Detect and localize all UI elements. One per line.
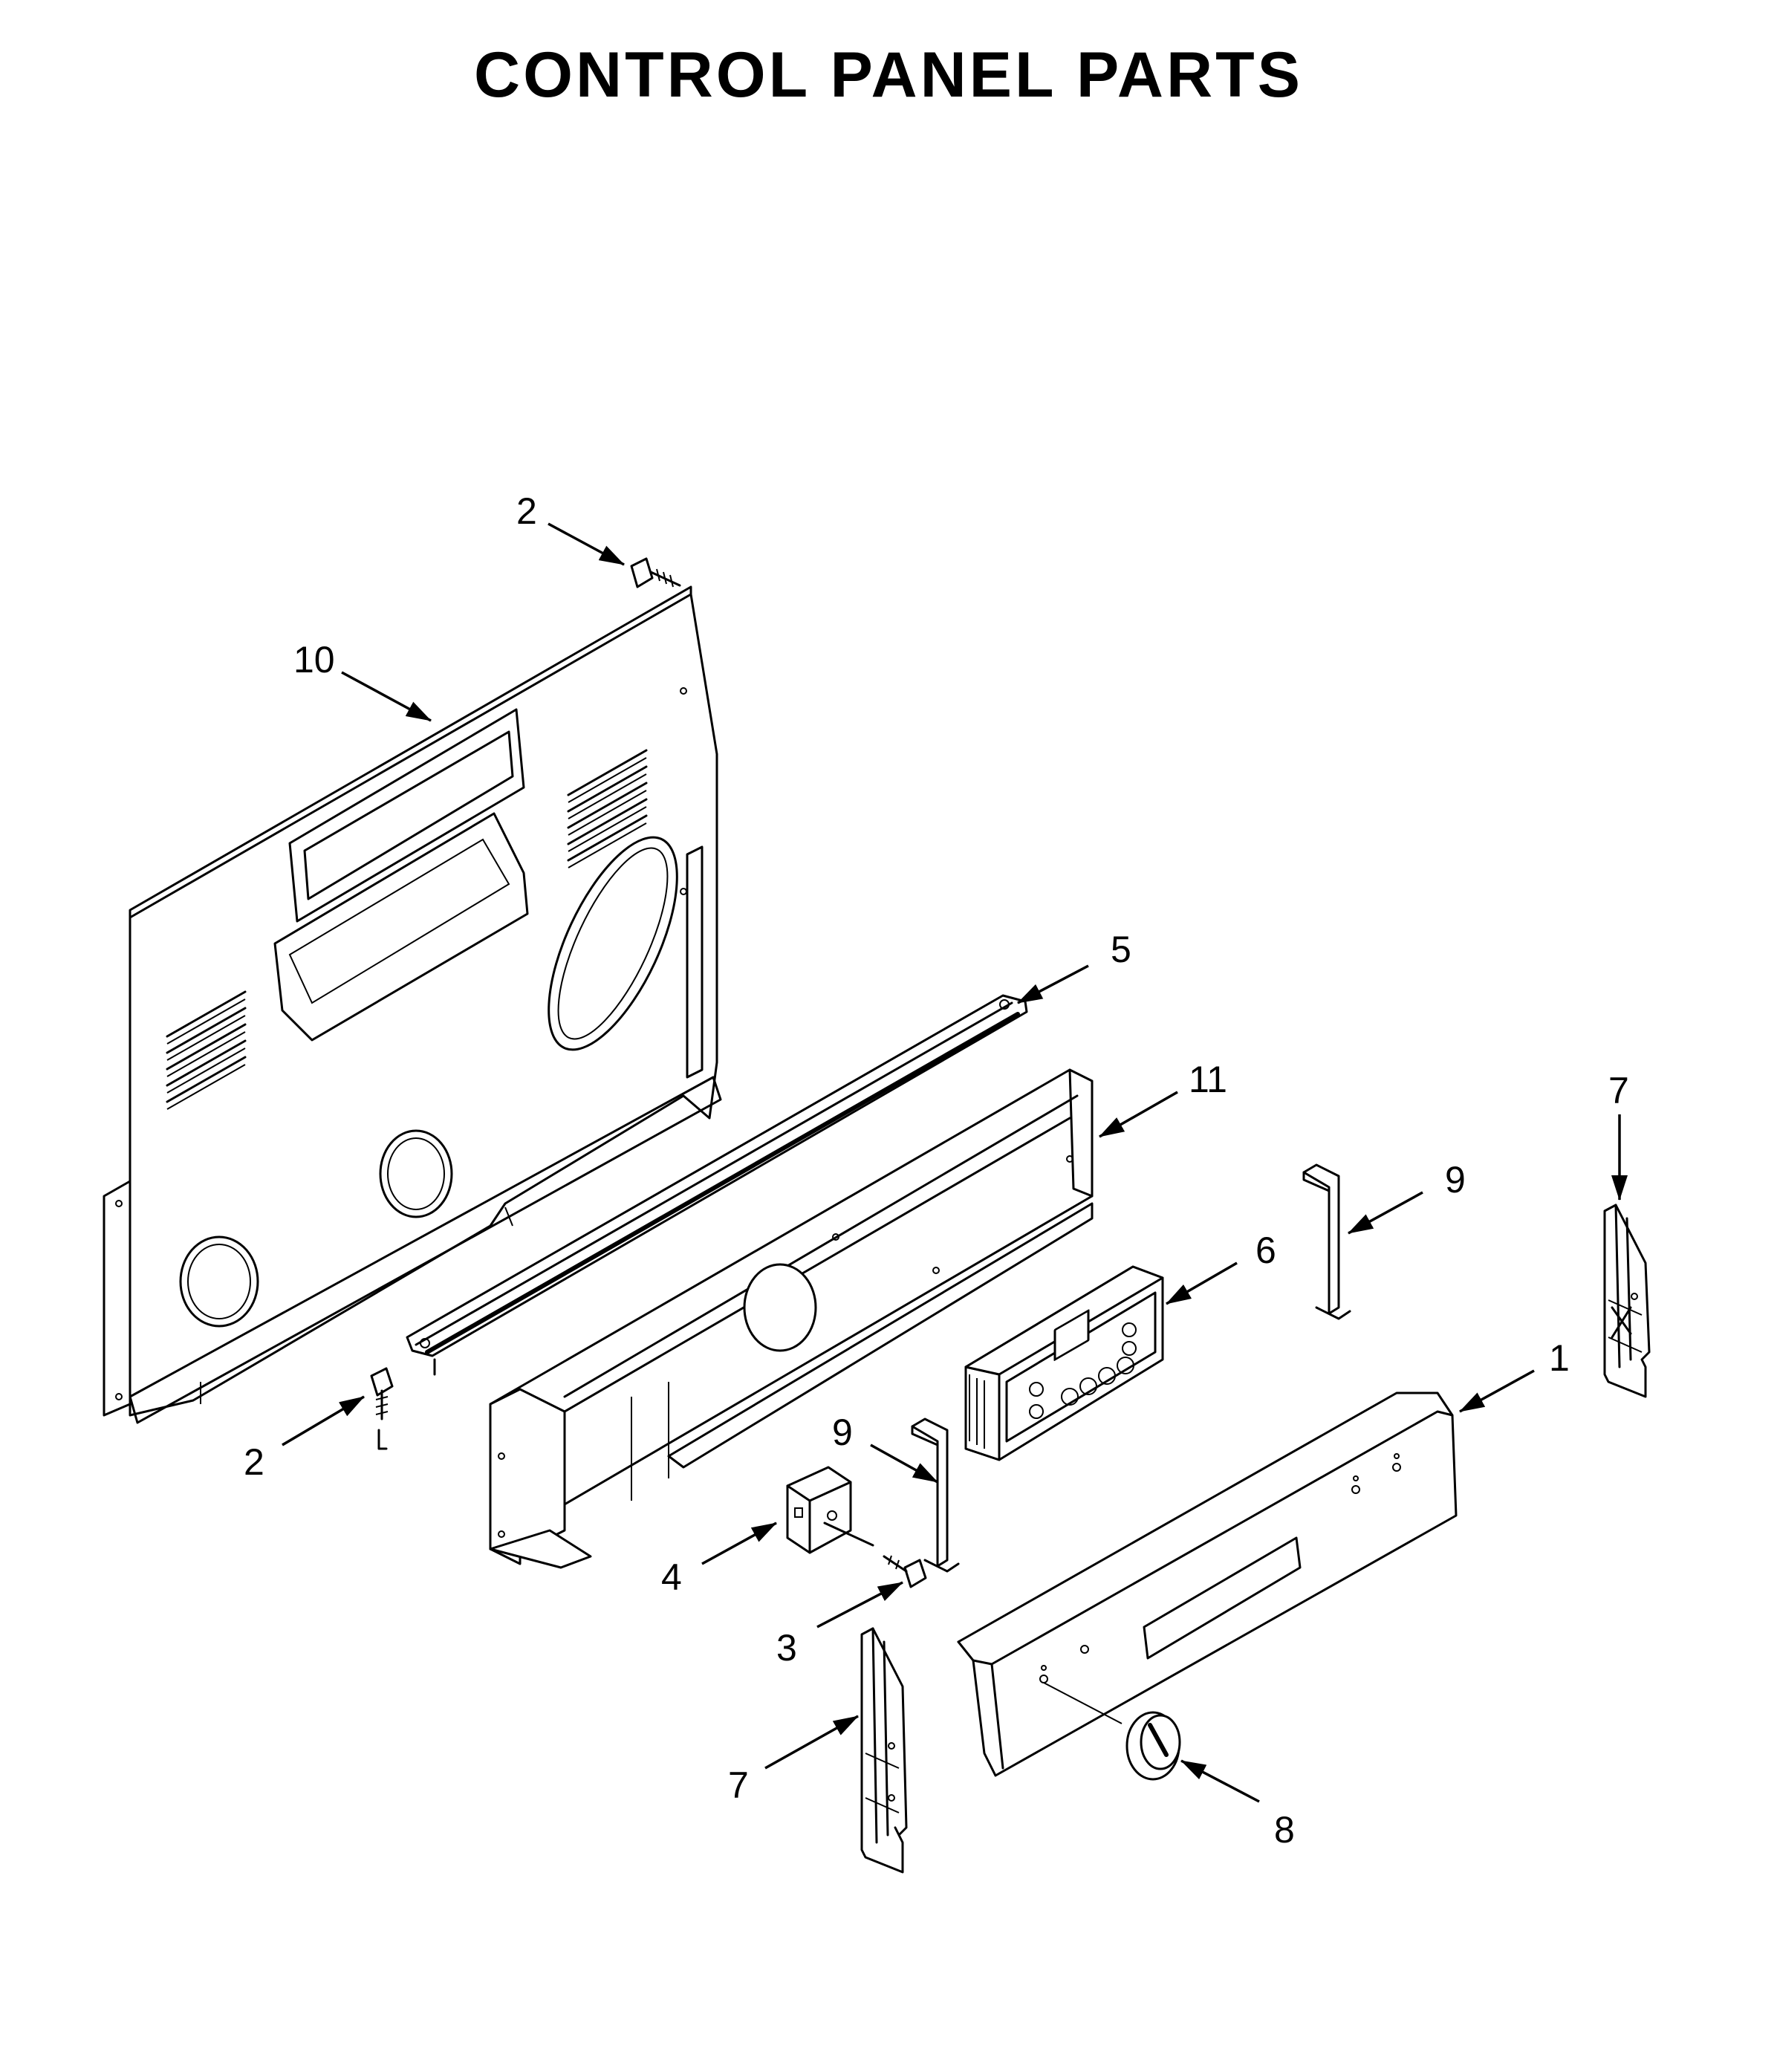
callout-10: 10 (293, 639, 335, 681)
part-3-screw (883, 1555, 927, 1588)
callout-7-right: 7 (1608, 1070, 1629, 1111)
vent-slots-right (567, 749, 648, 868)
part-9-bracket-left (911, 1417, 960, 1573)
part-2-screw-top (630, 557, 681, 588)
part-8-knob (1125, 1711, 1181, 1781)
part-11-bracket (489, 1068, 1094, 1569)
callout-4: 4 (661, 1556, 682, 1598)
callout-6: 6 (1255, 1230, 1276, 1271)
callout-11: 11 (1189, 1059, 1227, 1100)
page-title: CONTROL PANEL PARTS (473, 39, 1304, 111)
part-4-switch (786, 1466, 874, 1554)
vent-slots-left (166, 990, 247, 1110)
part-6-control-board (964, 1265, 1164, 1461)
callout-2-top: 2 (516, 490, 537, 532)
callout-9-left: 9 (832, 1412, 853, 1453)
callout-1: 1 (1549, 1337, 1570, 1379)
part-10-rear-panel (103, 585, 722, 1424)
callout-8: 8 (1274, 1809, 1295, 1851)
part-7-endcap-left (860, 1627, 908, 1874)
callout-7-left: 7 (728, 1764, 749, 1806)
callout-2-bottom: 2 (244, 1441, 264, 1483)
part-7-endcap-right (1603, 1204, 1651, 1398)
part-5-rail (406, 994, 1028, 1376)
callout-3: 3 (776, 1627, 797, 1669)
part-2-screw-bottom (370, 1367, 394, 1450)
callout-labels: 2 10 5 11 7 9 6 1 2 9 4 3 7 8 (244, 490, 1629, 1851)
part-9-bracket-right (1302, 1163, 1351, 1320)
part-1-control-panel (957, 1391, 1458, 1777)
callout-5: 5 (1111, 929, 1131, 970)
callout-9-right: 9 (1445, 1159, 1466, 1201)
callout-arrows (282, 522, 1628, 1803)
